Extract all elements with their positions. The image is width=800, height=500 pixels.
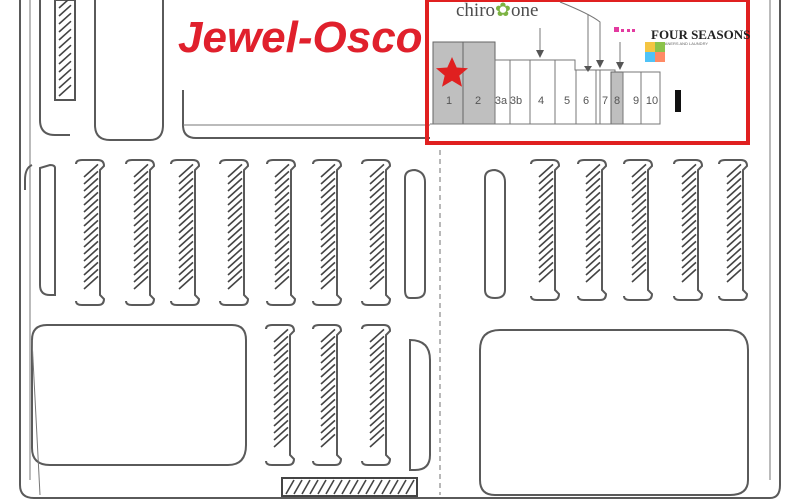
parking-island-r1-5 [266,159,297,306]
unit-label-7: 7 [602,95,608,107]
chiro-one-logo: chiro✿one [456,0,538,21]
unit-label-3b: 3b [510,95,522,107]
four-seasons-logo: FOUR SEASONS CLEANERS AND LAUNDRY [614,27,750,62]
entrance-marker [675,90,681,112]
parking-island-r2-2 [312,324,343,466]
parking-island-r1-2 [125,159,156,306]
lower-left-outparcel [31,324,247,466]
unit-2-block [462,41,496,125]
svg-text:chiro✿one: chiro✿one [456,0,538,21]
parking-row-1 [75,159,749,306]
highlight-box [425,0,750,145]
lower-right-outparcel [479,329,749,496]
parking-island-r1-1 [75,159,106,306]
jewel-osco-storefront [182,90,430,139]
parking-island-r1-right-4 [673,159,704,301]
top-left-planter [54,0,76,101]
parking-row-2 [265,324,392,466]
unit-label-8: 8 [614,95,620,107]
lot-boundary [19,0,781,499]
unit-label-1: 1 [446,95,452,107]
parking-island-r2-3 [361,324,392,466]
parking-island-r1-right-5 [718,159,749,301]
jewel-osco-logo: Jewel-Osco [178,13,423,62]
unit-label-3a: 3a [495,95,508,107]
unit-label-2: 2 [475,95,481,107]
unit-label-10: 10 [646,95,658,107]
parking-island-r2-1 [265,324,296,466]
parking-island-r1-right-1 [530,159,561,301]
four-seasons-square-icon [645,42,665,62]
bottom-curb [281,477,418,497]
location-star-icon [436,57,468,87]
left-end-island [39,163,56,296]
parking-island-r1-7 [361,159,392,306]
parking-island-r1-right-3 [623,159,654,301]
unit-label-4: 4 [538,95,544,107]
left-end-island-curve [24,164,33,190]
parking-island-r1-right-2 [577,159,608,301]
right-block-end-island [484,168,506,300]
svg-text:CLEANERS AND LAUNDRY: CLEANERS AND LAUNDRY [657,41,708,46]
parking-island-r1-3 [170,159,201,306]
parking-island-r1-6 [312,159,343,306]
svg-text:FOUR SEASONS: FOUR SEASONS [651,27,750,42]
middle-end-island-right [404,168,426,299]
unit-label-9: 9 [633,95,639,107]
unit-label-6: 6 [583,95,589,107]
lower-middle-end-island [409,338,431,471]
parking-island-r1-4 [219,159,250,306]
unit-label-5: 5 [564,95,570,107]
top-left-building [39,0,164,141]
